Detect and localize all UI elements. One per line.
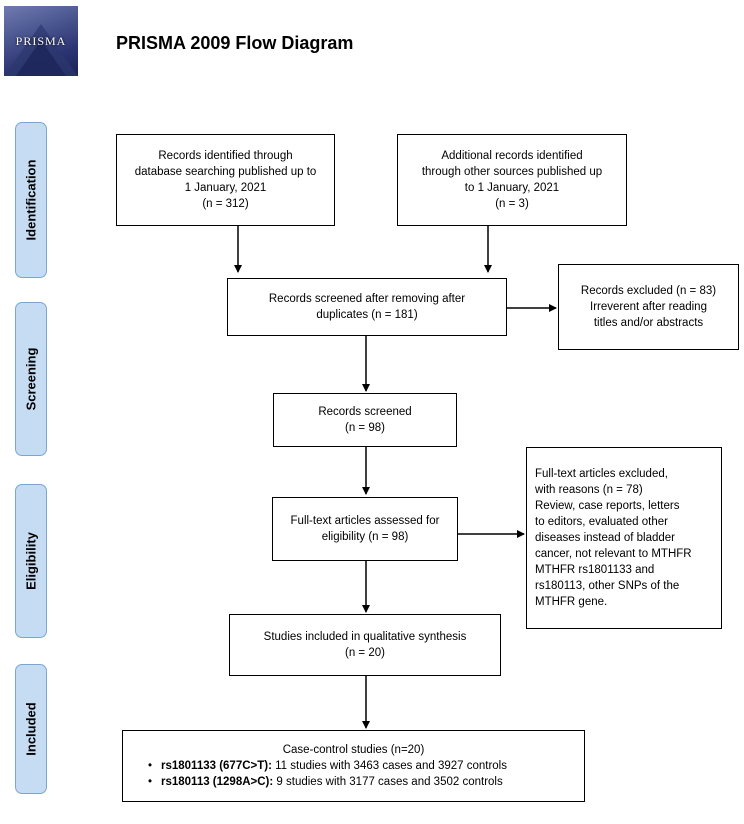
bullet-icon: • (147, 760, 153, 772)
prisma-triangle-icon (4, 24, 78, 76)
box-line: to editors, evaluated other (535, 516, 668, 528)
logo-text: PRISMA (15, 34, 67, 48)
phase-included: Included (15, 664, 47, 794)
box-line: Irreverent after reading (590, 301, 707, 313)
box-case-control-studies: Case-control studies (n=20) • rs1801133 … (122, 730, 585, 802)
box-line: through other sources published up (421, 166, 603, 178)
box-line: Full-text articles assessed for (290, 515, 440, 527)
box-fulltext-assessed: Full-text articles assessed for eligibil… (272, 497, 458, 561)
box-line: Studies included in qualitative synthesi… (263, 631, 467, 643)
box-line: Additional records identified (441, 150, 583, 162)
box-line: eligibility (n = 98) (321, 531, 409, 543)
bullet-bold: rs1801133 (677C>T): (161, 760, 272, 772)
box-line: with reasons (n = 78) (535, 484, 643, 496)
box-line: rs180113, other SNPs of the (535, 580, 680, 592)
box-line: cancer, not relevant to MTHFR (535, 548, 692, 560)
case-control-heading: Case-control studies (n=20) (282, 744, 425, 756)
box-fulltext-excluded: Full-text articles excluded, with reason… (526, 447, 722, 629)
phase-identification: Identification (15, 122, 47, 278)
box-line: Records screened after removing after (268, 293, 466, 305)
box-line: diseases instead of bladder (535, 532, 676, 544)
box-line: (n = 20) (345, 647, 385, 659)
box-line: (n = 3) (495, 198, 529, 210)
bullet-text: 9 studies with 3177 cases and 3502 contr… (273, 776, 503, 788)
bullet-icon: • (147, 776, 153, 788)
phase-screening: Screening (15, 302, 47, 456)
box-line: MTHFR rs1801133 and (535, 564, 655, 576)
box-records-screened: Records screened (n = 98) (273, 393, 457, 447)
box-line: Records identified through (158, 150, 293, 162)
box-line: titles and/or abstracts (593, 317, 704, 329)
box-line: to 1 January, 2021 (464, 182, 560, 194)
box-line: Records excluded (n = 83) (580, 285, 717, 297)
box-line: Full-text articles excluded, (535, 468, 668, 480)
box-line: Review, case reports, letters (535, 500, 680, 512)
box-qualitative-synthesis: Studies included in qualitative synthesi… (229, 614, 501, 676)
box-other-records: Additional records identified through ot… (397, 134, 627, 226)
box-line: (n = 98) (345, 422, 385, 434)
phase-eligibility: Eligibility (15, 484, 47, 638)
prisma-logo: PRISMA (4, 6, 78, 76)
page-title: PRISMA 2009 Flow Diagram (116, 33, 354, 53)
bullet-item: • rs180113 (1298A>C): 9 studies with 317… (139, 774, 568, 790)
bullet-bold: rs180113 (1298A>C): (161, 776, 274, 788)
box-database-records: Records identified through database sear… (116, 134, 335, 226)
box-line: database searching published up to (134, 166, 317, 178)
box-line: Records screened (318, 406, 412, 418)
box-line: duplicates (n = 181) (316, 309, 418, 321)
box-line: MTHFR gene. (535, 596, 608, 608)
bullet-text: 11 studies with 3463 cases and 3927 cont… (271, 760, 507, 772)
box-line: 1 January, 2021 (184, 182, 267, 194)
box-screened-after-duplicates: Records screened after removing after du… (227, 278, 507, 336)
box-records-excluded: Records excluded (n = 83) Irreverent aft… (558, 264, 739, 350)
bullet-item: • rs1801133 (677C>T): 11 studies with 34… (139, 758, 568, 774)
box-line: (n = 312) (202, 198, 249, 210)
